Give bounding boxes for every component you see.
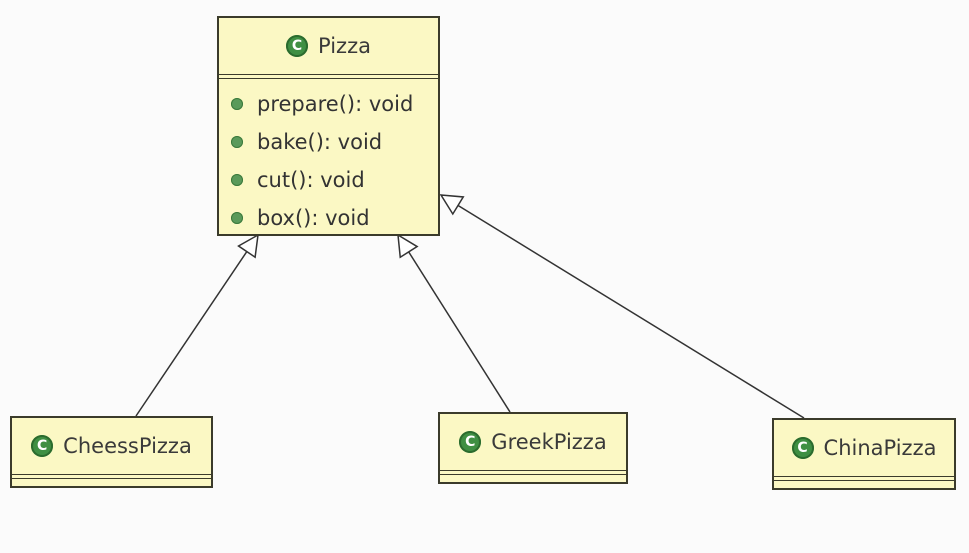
class-header: C ChinaPizza [774,420,954,476]
class-header: C GreekPizza [440,414,626,470]
public-method-icon [231,174,243,186]
method-item: bake(): void [231,123,438,161]
method-label: box(): void [257,206,370,230]
section-divider [440,470,626,475]
class-name: ChinaPizza [823,436,937,460]
method-label: bake(): void [257,130,383,154]
section-divider [219,74,438,79]
class-name: CheessPizza [63,434,192,458]
method-item: cut(): void [231,161,438,199]
class-name: GreekPizza [491,430,607,454]
class-icon: C [286,35,309,57]
method-label: cut(): void [257,168,365,192]
public-method-icon [231,136,243,148]
class-icon: C [459,431,482,453]
section-divider [12,474,211,479]
public-method-icon [231,98,243,110]
class-header: C Pizza [219,18,438,74]
class-icon: C [31,435,54,457]
arrow-cheesspizza-to-pizza [135,233,259,417]
class-chinapizza[interactable]: C ChinaPizza [772,418,956,490]
method-label: prepare(): void [257,92,414,116]
class-icon: C [791,437,814,459]
section-divider [774,476,954,481]
class-header: C CheessPizza [12,418,211,474]
class-name: Pizza [318,34,371,58]
arrow-chinapizza-to-pizza [439,194,805,419]
class-cheesspizza[interactable]: C CheessPizza [10,416,213,488]
public-method-icon [231,212,243,224]
method-item: prepare(): void [231,85,438,123]
method-list: prepare(): void bake(): void cut(): void… [219,79,438,241]
class-greekpizza[interactable]: C GreekPizza [438,412,628,484]
class-pizza[interactable]: C Pizza prepare(): void bake(): void cut… [217,16,440,236]
arrow-greekpizza-to-pizza [397,233,511,413]
method-item: box(): void [231,199,438,237]
